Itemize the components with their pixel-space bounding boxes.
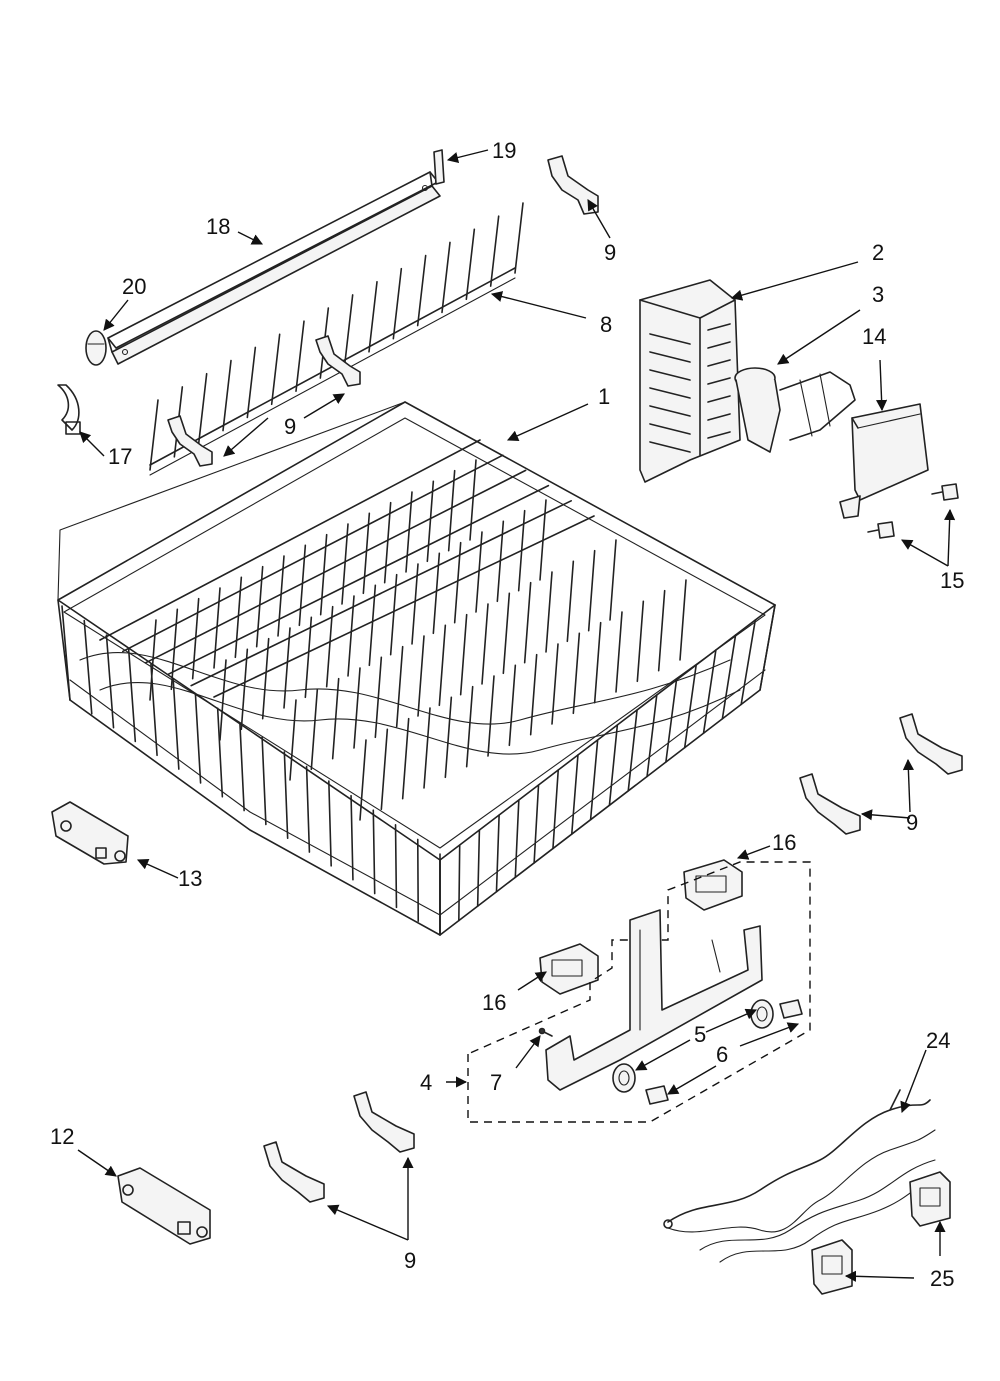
callout-3: 3 — [872, 282, 884, 307]
fold-down-tine-row — [149, 202, 524, 476]
fold-down-wire-tines-24 — [663, 1089, 941, 1263]
rack-wheel-5-b — [612, 1063, 636, 1093]
callout-9-right: 9 — [906, 810, 918, 835]
callout-4: 4 — [420, 1070, 432, 1095]
tine-clip-9-rack-b — [167, 415, 213, 467]
callout-9-top: 9 — [604, 240, 616, 265]
callout-15: 15 — [940, 568, 964, 593]
rail-stop — [85, 330, 107, 366]
wheel-carrier-assembly-boundary — [467, 861, 811, 1123]
callout-18: 18 — [206, 214, 230, 239]
adjuster-cover — [839, 403, 929, 519]
wheel-carrier — [545, 909, 763, 1091]
rack-wheel-5-a — [750, 999, 774, 1029]
callout-25: 25 — [930, 1266, 954, 1291]
callout-19: 19 — [492, 138, 516, 163]
pin-7 — [538, 1027, 553, 1037]
callout-7: 7 — [490, 1070, 502, 1095]
tine-clip-9-right-a — [899, 713, 963, 775]
wheel-axle-6-a — [779, 999, 803, 1019]
callout-24: 24 — [926, 1028, 950, 1053]
adjuster-handle — [734, 367, 856, 453]
callout-5: 5 — [694, 1022, 706, 1047]
tine-clip-9-top — [547, 155, 599, 215]
callout-13: 13 — [178, 866, 202, 891]
callout-1: 1 — [598, 384, 610, 409]
screw-15-a — [931, 483, 959, 501]
callout-labels: 19 18 20 9 2 3 8 14 1 9 17 15 13 16 9 16… — [50, 138, 964, 1291]
wheel-axle-6-b — [645, 1085, 669, 1105]
upper-rack-basket — [57, 401, 776, 936]
rail-end-cap — [433, 149, 445, 185]
tine-clip-25-a — [909, 1171, 951, 1227]
callout-9-bottom: 9 — [404, 1248, 416, 1273]
callout-12: 12 — [50, 1124, 74, 1149]
callout-20: 20 — [122, 274, 146, 299]
tine-clip-9-rack-a — [315, 335, 361, 387]
tine-clip-25-b — [811, 1239, 853, 1295]
adjuster-housing — [639, 279, 741, 483]
callout-2: 2 — [872, 240, 884, 265]
tine-clip-9-bottom-a — [353, 1091, 415, 1153]
adjuster-bracket-13 — [51, 801, 129, 865]
callout-leaders — [77, 149, 956, 1282]
callout-9-rack: 9 — [284, 414, 296, 439]
adjuster-bracket-12 — [117, 1167, 211, 1245]
clip-17 — [57, 384, 81, 435]
screw-15-b — [867, 521, 895, 539]
callout-17: 17 — [108, 444, 132, 469]
callout-16-lower: 16 — [482, 990, 506, 1015]
tine-clip-9-right-b — [799, 773, 861, 835]
callout-8: 8 — [600, 312, 612, 337]
callout-16-upper: 16 — [772, 830, 796, 855]
callout-6: 6 — [716, 1042, 728, 1067]
rack-clip-16-upper — [683, 859, 743, 911]
callout-14: 14 — [862, 324, 886, 349]
tine-clip-9-bottom-b — [263, 1141, 325, 1203]
